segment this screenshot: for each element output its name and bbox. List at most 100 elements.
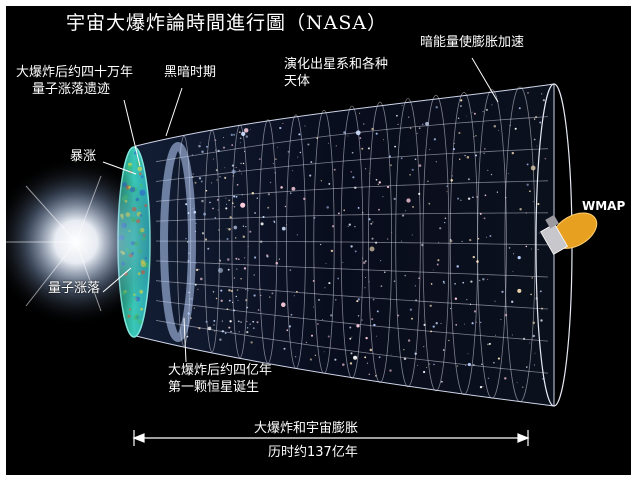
galaxy-dot bbox=[465, 365, 467, 366]
wmap-label: WMAP bbox=[582, 199, 626, 213]
galaxy-dot bbox=[454, 297, 458, 300]
grid-line bbox=[155, 212, 549, 222]
galaxy-dot bbox=[417, 364, 419, 366]
galaxy-dot bbox=[227, 268, 230, 271]
galaxy-dot bbox=[233, 206, 236, 208]
galaxy-dot bbox=[487, 343, 489, 346]
galaxy-dot bbox=[239, 169, 241, 171]
galaxy-dot bbox=[516, 382, 518, 384]
galaxy-dot bbox=[228, 326, 231, 329]
galaxy-dot bbox=[440, 322, 442, 324]
galaxy-dot bbox=[226, 203, 228, 205]
galaxy-dot bbox=[233, 195, 236, 198]
galaxy-dot bbox=[537, 202, 540, 206]
galaxy-dot bbox=[534, 352, 536, 354]
galaxy-dot bbox=[504, 313, 508, 317]
galaxy-dot bbox=[375, 335, 377, 337]
galaxy-dot bbox=[214, 330, 216, 332]
galaxy-dot bbox=[239, 137, 242, 140]
galaxy-dot bbox=[357, 206, 360, 209]
galaxy-dot bbox=[249, 230, 252, 233]
galaxy-dot bbox=[469, 238, 472, 242]
galaxy-dot bbox=[423, 345, 425, 348]
galaxy-dot bbox=[239, 131, 241, 133]
galaxy-dot bbox=[231, 164, 234, 167]
galaxy-dot bbox=[281, 226, 286, 231]
galaxy-dot bbox=[229, 216, 232, 219]
galaxy-dot bbox=[195, 262, 197, 264]
galaxy-dot bbox=[231, 144, 234, 146]
galaxy-dot bbox=[259, 288, 261, 290]
galaxy-dot bbox=[475, 154, 478, 157]
galaxy-dot bbox=[490, 173, 493, 176]
galaxy-dot bbox=[368, 373, 370, 375]
galaxy-dot bbox=[256, 197, 259, 199]
galaxy-dot bbox=[226, 308, 229, 311]
galaxy-dot bbox=[411, 317, 413, 320]
galaxy-dot bbox=[411, 234, 413, 236]
galaxy-dot bbox=[194, 283, 197, 286]
galaxy-dot bbox=[242, 225, 245, 227]
galaxy-dot bbox=[525, 212, 527, 214]
galaxy-dot bbox=[418, 164, 422, 167]
galaxy-dot bbox=[203, 212, 207, 216]
galaxy-dot bbox=[342, 363, 345, 366]
galaxy-dot bbox=[321, 319, 323, 321]
galaxies-label-line2: 天体 bbox=[284, 74, 311, 89]
galaxy-dot bbox=[260, 222, 264, 226]
galaxy-dot bbox=[418, 127, 421, 130]
galaxy-dot bbox=[512, 270, 514, 272]
galaxy-dot bbox=[378, 356, 381, 359]
galaxy-dot bbox=[530, 293, 532, 296]
galaxy-dot bbox=[327, 142, 329, 144]
galaxy-dot bbox=[435, 106, 438, 109]
galaxy-dot bbox=[324, 287, 326, 289]
galaxy-dot bbox=[529, 190, 531, 192]
galaxy-dot bbox=[371, 318, 374, 321]
galaxy-dot bbox=[287, 150, 290, 153]
galaxy-dot bbox=[484, 148, 486, 150]
galaxy-dot bbox=[310, 334, 314, 337]
galaxy-dot bbox=[241, 194, 243, 196]
galaxy-dot bbox=[467, 178, 470, 181]
galaxy-dot bbox=[488, 342, 491, 345]
galaxy-dot bbox=[471, 322, 474, 325]
galaxy-dot bbox=[453, 143, 455, 144]
grid-line bbox=[155, 148, 549, 182]
galaxy-dot bbox=[435, 161, 437, 163]
galaxy-dot bbox=[240, 202, 246, 208]
galaxy-dot bbox=[472, 255, 475, 259]
galaxy-dot bbox=[218, 229, 220, 231]
galaxy-dot bbox=[409, 308, 413, 311]
galaxy-dot bbox=[533, 138, 536, 141]
galaxy-dot bbox=[320, 180, 323, 182]
cmb-spot bbox=[137, 319, 143, 325]
galaxy-dot bbox=[526, 163, 529, 166]
galaxy-dot bbox=[491, 104, 493, 106]
galaxy-dot bbox=[318, 299, 320, 301]
galaxy-dot bbox=[298, 133, 301, 136]
galaxy-dot bbox=[418, 277, 420, 279]
galaxy-dot bbox=[228, 227, 231, 231]
galaxy-dot bbox=[275, 158, 277, 161]
grid-line bbox=[155, 116, 549, 163]
galaxy-dot bbox=[246, 320, 248, 322]
galaxy-dot bbox=[275, 261, 279, 265]
galaxy-dot bbox=[201, 199, 204, 203]
galaxy-dot bbox=[444, 221, 446, 224]
galaxy-dot bbox=[365, 277, 366, 279]
galaxy-dot bbox=[253, 274, 255, 276]
galaxy-dot bbox=[348, 223, 351, 226]
galaxy-dot bbox=[487, 377, 490, 379]
galaxy-dot bbox=[223, 136, 225, 139]
galaxy-dot bbox=[195, 268, 199, 272]
dark-ages-label: 黑暗时期 bbox=[164, 65, 217, 80]
galaxy-dot bbox=[335, 299, 337, 301]
galaxy-dot bbox=[411, 205, 415, 208]
big-bang-glow bbox=[6, 157, 161, 327]
galaxy-dot bbox=[414, 158, 417, 161]
galaxy-dot bbox=[406, 198, 411, 203]
galaxy-dot bbox=[194, 181, 197, 184]
galaxy-dot bbox=[388, 155, 392, 158]
galaxy-dot bbox=[489, 235, 492, 237]
